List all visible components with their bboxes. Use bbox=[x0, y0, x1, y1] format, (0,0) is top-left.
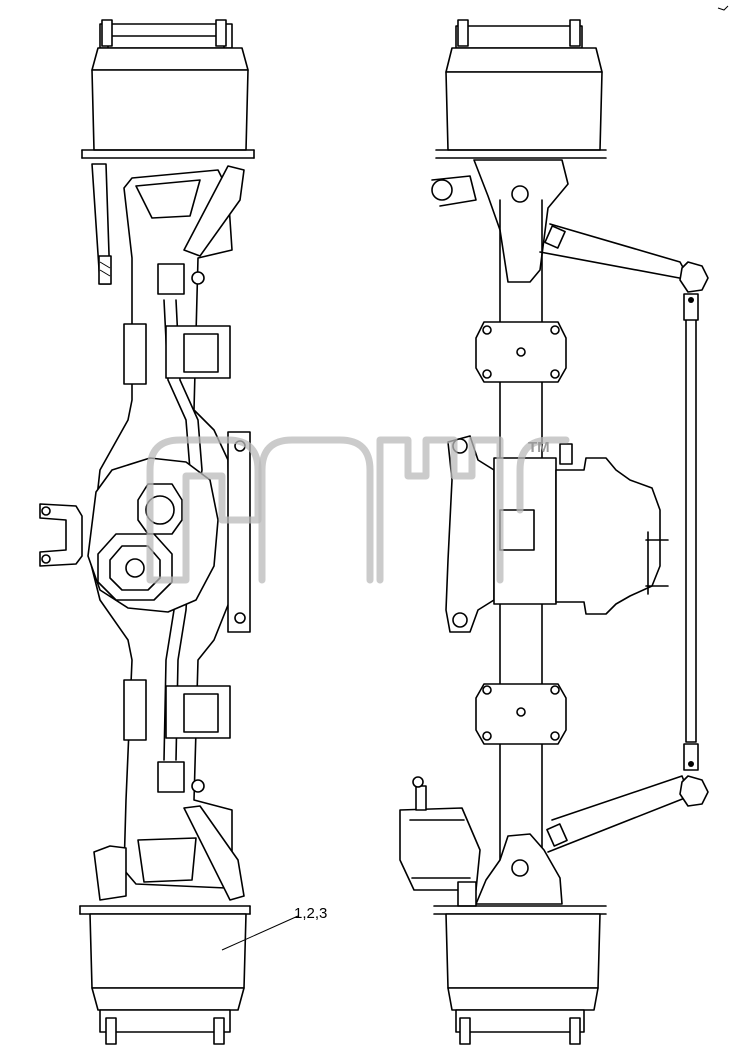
input-yoke-left bbox=[39, 503, 83, 567]
trademark-mark: TM bbox=[528, 439, 550, 456]
drag-link-right bbox=[685, 317, 697, 743]
watermark-logo: TM bbox=[146, 436, 570, 584]
arm-plate-right bbox=[445, 435, 495, 633]
left-axle-view: 1,2,3 bbox=[39, 19, 327, 1045]
callout-leader bbox=[221, 915, 299, 951]
steering-knuckle-top-right bbox=[473, 159, 569, 283]
top-brake-drum-right bbox=[435, 19, 607, 159]
steering-arm-bottom-right bbox=[547, 775, 691, 853]
corner-mark bbox=[717, 5, 729, 11]
axle-flange-left bbox=[227, 431, 251, 633]
right-axle-view bbox=[399, 19, 709, 1045]
bottom-brake-drum-left bbox=[79, 905, 251, 1045]
brake-chamber-right bbox=[555, 457, 661, 615]
bottom-brake-drum-right bbox=[433, 905, 607, 1045]
callout-label: 1,2,3 bbox=[294, 905, 327, 922]
spring-seat-top-left bbox=[123, 323, 147, 385]
top-brake-drum-left bbox=[81, 19, 255, 159]
steering-cylinder-right bbox=[399, 776, 481, 907]
